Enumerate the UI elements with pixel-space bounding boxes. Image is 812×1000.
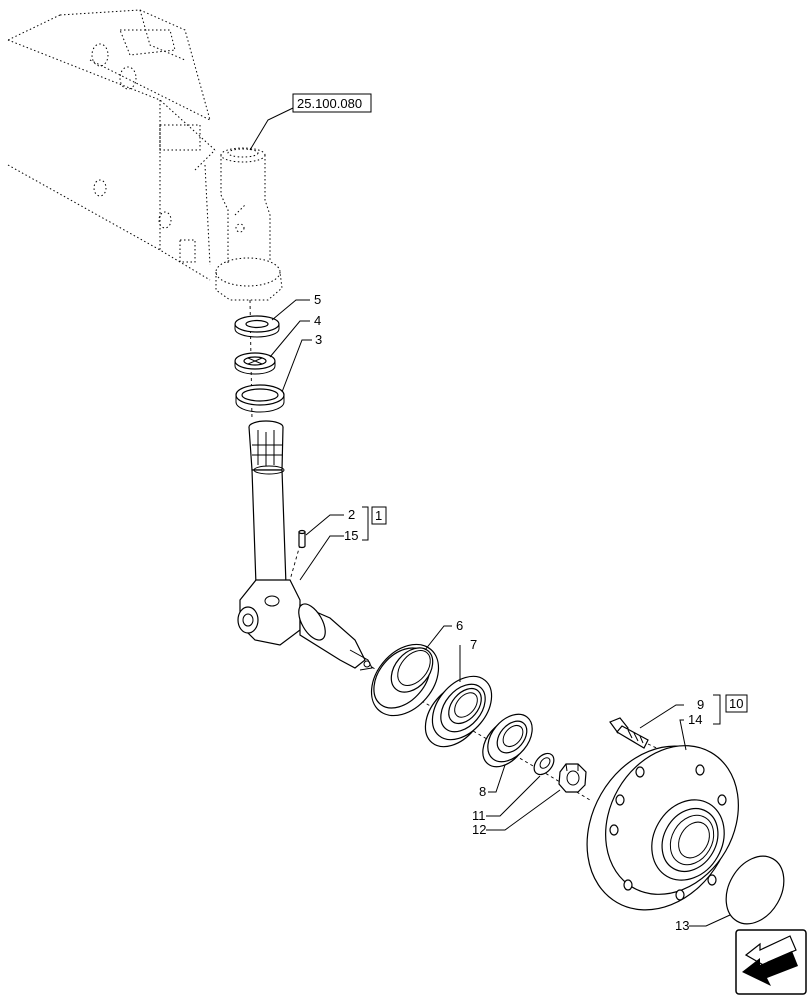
callout-11: 11 [472,808,486,823]
next-page-arrow-icon[interactable] [735,929,807,995]
callout-9: 9 [697,697,704,712]
bearing-7 [424,675,493,748]
washer-11 [533,752,555,776]
callout-5: 5 [314,292,321,307]
steering-knuckle-15 [237,420,373,671]
callout-3: 3 [315,332,322,347]
reference-box[interactable]: 25.100.080 [292,93,372,113]
callout-12: 12 [472,822,486,837]
washer-5 [234,315,280,338]
group-callout-10[interactable]: 10 [725,694,748,713]
callout-4: 4 [314,313,321,328]
seal-ring-3 [235,384,285,413]
callout-10[interactable]: 10 [729,696,743,711]
group-callout-1[interactable]: 1 [371,506,387,525]
callout-15: 15 [344,528,358,543]
wheel-stud-9 [609,717,666,753]
callout-8: 8 [479,784,486,799]
callout-7: 7 [470,637,477,652]
callout-6: 6 [456,618,463,633]
thrust-bearing-4 [234,352,276,375]
bearing-8 [482,713,533,768]
callout-1[interactable]: 1 [375,508,382,523]
hub-cap-13 [725,855,785,925]
callout-2: 2 [348,507,355,522]
pin-2 [298,529,306,549]
oil-seal-6 [370,643,440,717]
callout-13: 13 [675,918,689,933]
axle-beam [7,9,216,281]
callout-labels: 5 4 3 2 15 6 7 8 11 12 9 14 13 [314,292,704,933]
nut-12 [558,763,587,793]
callout-14: 14 [688,712,702,727]
reference-label[interactable]: 25.100.080 [297,96,362,111]
leader-lines [249,107,731,927]
wheel-hub-14 [586,745,739,911]
kingpin-housing [215,147,283,301]
